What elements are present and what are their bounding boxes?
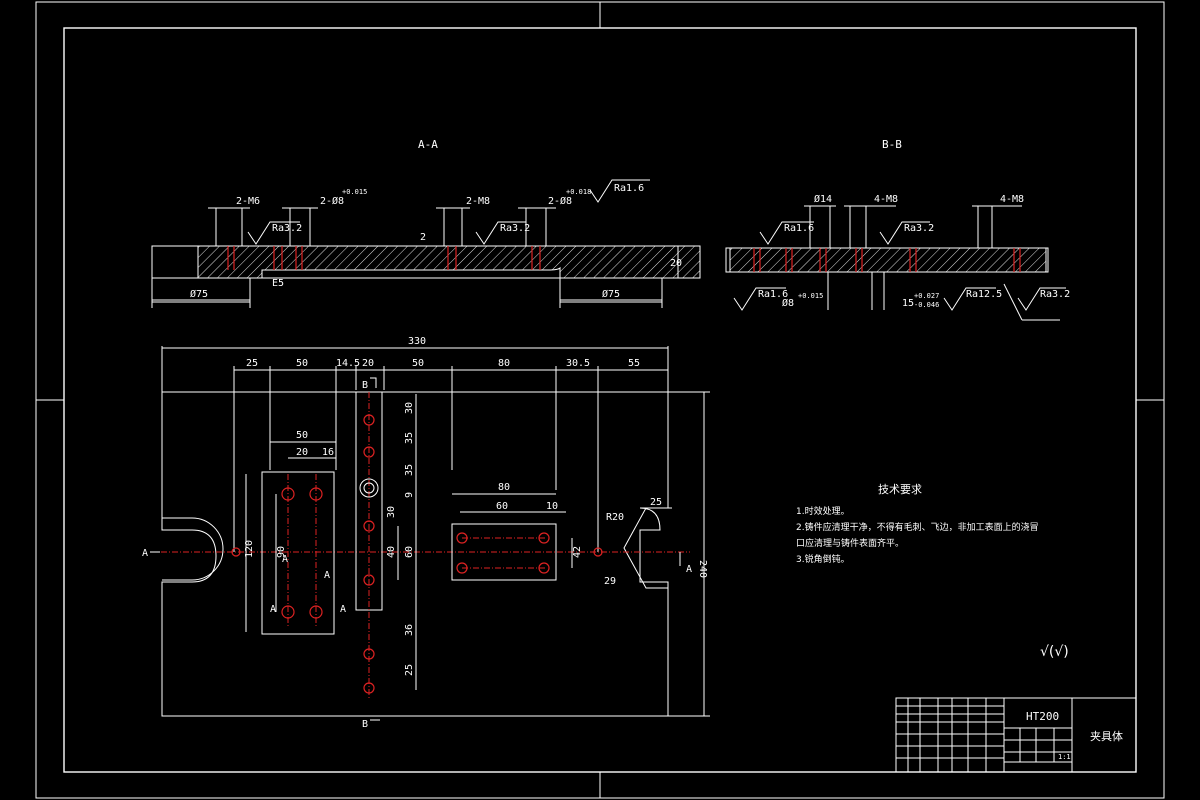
plan-top-extension-lines (233, 366, 599, 552)
aa-ra-3: Ra3.2 (500, 223, 530, 234)
bb-dim-2: 4-M8 (874, 194, 898, 205)
bb-tol-2: +0.027 (914, 292, 939, 300)
right-group-w1: 80 (498, 482, 510, 493)
aa-dim-5: Ø75 (190, 288, 208, 300)
sheet-border (35, 1, 1165, 799)
bb-ra-1: Ra1.6 (784, 223, 814, 234)
left-group-w: 50 (296, 430, 308, 441)
notes-item-1: 1.时效处理。 (796, 505, 850, 517)
strip-dim-9: 25 (404, 664, 415, 676)
plan-top-dim-4: 20 (362, 358, 374, 369)
plan-top-dim-7: 30.5 (566, 358, 590, 369)
strip-dim-4: 9 (404, 492, 415, 498)
bb-dim-4: Ø8 (782, 297, 794, 309)
section-bb-holes (753, 248, 1021, 272)
bb-dim-1: Ø14 (814, 193, 832, 205)
aa-roughness-symbols (247, 179, 650, 245)
plan-top-dim-8: 55 (628, 358, 640, 369)
aa-callout-e5: E5 (272, 278, 284, 289)
technical-notes: 技术要求 1.时效处理。 2.铸件应清理干净，不得有毛刺、飞边，非加工表面上的浇… (796, 483, 1039, 565)
right-group-w3: 10 (546, 501, 558, 512)
section-bb-leaders (804, 205, 1060, 321)
aa-ra-2: Ra3.2 (272, 223, 302, 234)
strip-dim-1: 30 (404, 402, 415, 414)
plan-height-dim: 240 (697, 560, 708, 578)
aa-dim-1: 2-M6 (236, 196, 260, 207)
right-slot-p: 29 (604, 576, 616, 587)
right-slot-r: R20 (606, 512, 624, 523)
title-material: HT200 (1026, 710, 1059, 723)
section-bb: B-B Ø14 4-M8 4-M8 Ø8 +0.015 (725, 138, 1070, 321)
strip-dim-8: 36 (404, 624, 415, 636)
bb-ra-4: Ra12.5 (966, 289, 1002, 300)
aa-dim-2: 2-Ø8 (320, 195, 344, 207)
left-group-holes (281, 474, 323, 628)
strip-holes (359, 414, 379, 694)
plan-top-dim-1: 25 (246, 358, 258, 369)
bb-tol-1: +0.015 (798, 292, 823, 300)
aa-dim-6: Ø75 (602, 288, 620, 300)
cut-mark-2: A (324, 570, 330, 581)
left-group-a: 20 (296, 447, 308, 458)
plan-overall-width: 330 (408, 336, 426, 347)
section-aa-holes (227, 246, 541, 270)
aa-tol-2: +0.018 (566, 188, 591, 196)
section-aa-title: A-A (418, 138, 438, 151)
section-mark-a-right: A (686, 564, 692, 575)
notes-item-2: 2.铸件应清理干净，不得有毛刺、飞边，非加工表面上的浇冒 (796, 521, 1039, 533)
bb-ra-5: Ra3.2 (1040, 289, 1070, 300)
left-group-h1: 120 (244, 540, 255, 558)
left-group-h2: 90 (276, 546, 287, 558)
title-part-name: 夹具体 (1090, 729, 1123, 743)
plan-top-dim-5: 50 (412, 358, 424, 369)
notes-item-4: 3.锐角倒钝。 (796, 553, 850, 565)
notes-item-3: 口应清理与铸件表面齐平。 (796, 537, 904, 549)
section-aa: A-A (151, 138, 701, 308)
plan-view: 330 25 50 14.5 20 50 80 30.5 55 240 (142, 336, 710, 730)
right-slot-d: 25 (650, 497, 662, 508)
aa-tol-1: +0.015 (342, 188, 367, 196)
aa-dim-7: 20 (670, 258, 682, 269)
strip-dim-7: 60 (404, 546, 415, 558)
title-block-grid (896, 698, 1072, 772)
right-group-w2: 60 (496, 501, 508, 512)
strip-dims: 30 35 35 9 30 40 60 36 25 (386, 402, 415, 676)
strip-dim-2: 35 (404, 432, 415, 444)
plan-top-dim-2: 50 (296, 358, 308, 369)
plan-top-dim-6: 80 (498, 358, 510, 369)
aa-callout-2: 2 (420, 232, 426, 243)
right-group-holes (456, 532, 550, 574)
title-scale: 1:1 (1058, 753, 1071, 761)
title-block: HT200 夹具体 1:1 (895, 697, 1137, 773)
surface-symbol: √(√) (1040, 644, 1069, 660)
section-mark-a-left: A (142, 548, 148, 559)
cut-mark-3: A (270, 604, 276, 615)
bb-dim-5: 15 (902, 298, 914, 309)
cut-mark-4: A (340, 604, 346, 615)
cut-mark-1: A (282, 554, 288, 565)
aa-dim-3: 2-M8 (466, 196, 490, 207)
bb-ra-2: Ra3.2 (904, 223, 934, 234)
notes-heading: 技术要求 (878, 483, 922, 496)
section-aa-leaders (152, 207, 679, 301)
right-group-h: 42 (572, 546, 583, 558)
strip-dim-5: 30 (386, 506, 397, 518)
left-group-b: 16 (322, 447, 334, 458)
strip-dim-6: 40 (386, 546, 397, 558)
section-mark-b-top: B (362, 380, 368, 391)
bb-ra-3: Ra1.6 (758, 289, 788, 300)
bb-dim-3: 4-M8 (1000, 194, 1024, 205)
section-bb-title: B-B (882, 138, 902, 151)
section-mark-b-bottom: B (362, 719, 368, 730)
bb-roughness-symbols (733, 221, 1066, 311)
strip-dim-3: 35 (404, 464, 415, 476)
aa-ra-1: Ra1.6 (614, 183, 644, 194)
aa-dim-4: 2-Ø8 (548, 195, 572, 207)
plan-top-dim-3: 14.5 (336, 358, 360, 369)
bb-tol-3: -0.046 (914, 301, 939, 309)
